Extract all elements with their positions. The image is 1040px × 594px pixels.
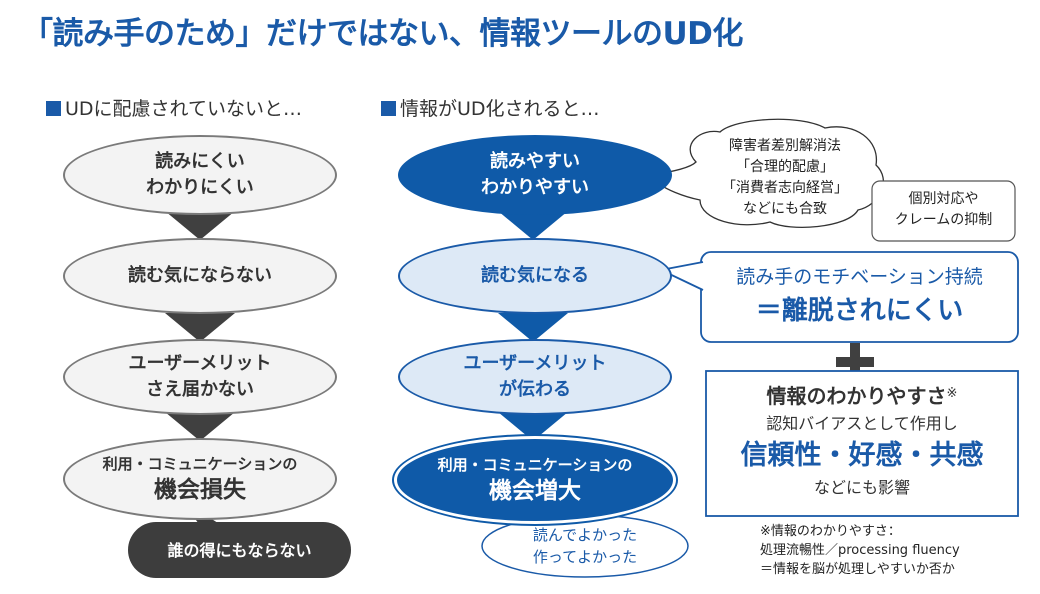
footnote-mark: ※ xyxy=(946,386,958,401)
motivation-line2: ＝離脱されにくい xyxy=(755,296,964,326)
right-arrow-3 xyxy=(498,412,568,441)
small-note-line1: 個別対応や xyxy=(908,191,979,207)
right-step-3: ユーザーメリット が伝わる xyxy=(398,339,672,415)
right-step-1-line2: わかりやすい xyxy=(481,177,589,198)
right-step-3-line1: ユーザーメリット xyxy=(463,353,607,374)
cloud-shape xyxy=(648,118,884,229)
square-bullet-icon xyxy=(381,101,396,116)
cloud-text: 障害者差別解消法 「合理的配慮」 「消費者志向経営」 などにも合致 xyxy=(700,136,870,220)
fluency-box xyxy=(705,370,1019,517)
cloud-line1: 障害者差別解消法 xyxy=(729,138,841,154)
page-title: 「読み手のため」だけではない、情報ツールのUD化 xyxy=(22,16,743,52)
cloud-line2: 「合理的配慮」 xyxy=(736,159,834,175)
left-heading-text: UDに配慮されていないと… xyxy=(65,98,302,120)
square-bullet-icon xyxy=(46,101,61,116)
fluency-line1: 情報のわかりやすさ※ xyxy=(706,379,1018,411)
small-note-line2: クレームの抑制 xyxy=(894,212,993,228)
small-note-box xyxy=(871,180,1016,242)
right-step-4-line2: 機会増大 xyxy=(489,478,581,504)
left-step-1: 読みにくい わかりにくい xyxy=(63,135,337,215)
cloud-line3: 「消費者志向経営」 xyxy=(722,180,848,196)
right-step-1: 読みやすい わかりやすい xyxy=(398,135,672,215)
left-step-2-line1: 読む気にならない xyxy=(128,265,272,286)
left-heading: UDに配慮されていないと… xyxy=(46,94,302,121)
right-callout-text: 読んでよかった 作ってよかった xyxy=(482,524,688,568)
left-arrow-2 xyxy=(165,313,235,342)
motivation-box xyxy=(700,251,1019,343)
footnote: ※情報のわかりやすさ： 処理流暢性／processing fluency ＝情報… xyxy=(760,522,960,579)
right-arrow-2 xyxy=(498,313,568,342)
right-step-3-line2: が伝わる xyxy=(499,379,571,400)
right-heading-text: 情報がUD化されると… xyxy=(400,98,600,120)
left-arrow-3 xyxy=(165,412,235,441)
motivation-line1: 読み手のモチベーション持続 xyxy=(736,266,983,288)
right-arrow-1 xyxy=(498,211,568,240)
left-step-4-line1: 利用・コミュニケーションの xyxy=(102,455,298,473)
right-heading: 情報がUD化されると… xyxy=(381,94,600,121)
right-callout-line1: 読んでよかった xyxy=(532,526,638,544)
right-callout-line2: 作ってよかった xyxy=(532,548,638,566)
footnote-line3: ＝情報を脳が処理しやすいか否か xyxy=(760,562,955,577)
small-note-text: 個別対応や クレームの抑制 xyxy=(872,189,1015,231)
fluency-line2: 認知バイアスとして作用し xyxy=(766,414,958,433)
fluency-line4: などにも影響 xyxy=(813,478,910,497)
right-step-2: 読む気になる xyxy=(398,238,672,314)
left-step-3: ユーザーメリット さえ届かない xyxy=(63,339,337,415)
left-arrow-1 xyxy=(165,211,235,240)
left-step-1-line2: わかりにくい xyxy=(146,177,254,198)
right-step-4: 利用・コミュニケーションの 機会増大 xyxy=(394,436,676,524)
fluency-text: 情報のわかりやすさ※ 認知バイアスとして作用し 信頼性・好感・共感 などにも影響 xyxy=(706,379,1018,501)
right-step-4-line1: 利用・コミュニケーションの xyxy=(437,456,633,474)
left-callout-text: 誰の得にもならない xyxy=(167,541,312,560)
fluency-line3: 信頼性・好感・共感 xyxy=(740,440,984,471)
motivation-text: 読み手のモチベーション持続 ＝離脱されにくい xyxy=(701,262,1018,330)
footnote-line2: 処理流暢性／processing fluency xyxy=(760,543,960,558)
right-step-1-line1: 読みやすい xyxy=(490,151,580,172)
left-step-3-line1: ユーザーメリット xyxy=(128,353,272,374)
left-step-3-line2: さえ届かない xyxy=(146,379,254,400)
left-step-2: 読む気にならない xyxy=(63,238,337,314)
footnote-line1: ※情報のわかりやすさ： xyxy=(760,524,901,539)
left-step-1-line1: 読みにくい xyxy=(155,151,245,172)
left-step-4: 利用・コミュニケーションの 機会損失 xyxy=(63,438,337,520)
right-step-2-line1: 読む気になる xyxy=(481,265,589,286)
left-step-4-line2: 機会損失 xyxy=(154,477,246,503)
fluency-line1-text: 情報のわかりやすさ xyxy=(766,384,947,408)
left-callout-shape xyxy=(128,522,351,578)
cloud-line4: などにも合致 xyxy=(743,201,827,217)
